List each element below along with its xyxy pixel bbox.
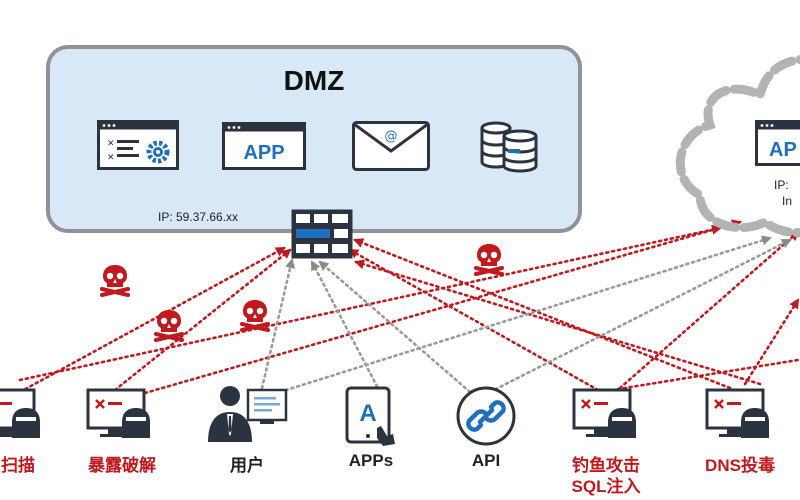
arrow-api-to-dmz <box>318 260 472 394</box>
cloud-ip-line2: In <box>782 194 793 208</box>
app-window-icon: APP <box>222 122 306 170</box>
email-icon: @ <box>352 121 430 171</box>
svg-text:APP: APP <box>243 142 284 164</box>
dmz-title: DMZ <box>283 65 345 96</box>
cloud-app-window-icon: AP <box>755 120 800 166</box>
arrow-scan-to-cloud <box>18 224 722 382</box>
user-icon <box>208 386 288 442</box>
skull-icon <box>240 298 270 332</box>
arrow-exposure-to-dmz <box>113 248 292 392</box>
svg-text:✕: ✕ <box>107 139 115 149</box>
svg-text:A: A <box>359 400 376 427</box>
hacker-computer-icon <box>705 388 771 440</box>
skull-icon <box>154 308 184 342</box>
arrow-phishing-to-cloud <box>618 230 800 390</box>
normal-arrows <box>260 235 792 394</box>
arrow-exposure-to-cloud <box>143 219 742 395</box>
label-phishing: 钓鱼攻击 <box>572 456 640 475</box>
arrow-phishing-right <box>598 358 800 394</box>
skull-icon <box>474 242 504 276</box>
arrow-user-to-cloud <box>278 235 772 394</box>
arrow-scan-to-dmz <box>18 246 286 394</box>
arrow-dns-to-dmz <box>353 238 732 390</box>
label-scan: 扫描 <box>1 456 35 475</box>
svg-text:✕: ✕ <box>107 153 115 163</box>
label-apps: APPs <box>348 451 394 470</box>
dmz-ip-label: IP: 59.37.66.xx <box>158 210 239 224</box>
arrow-user-to-dmz <box>260 258 296 390</box>
hacker-computer-icon <box>0 388 40 440</box>
cloud-zone <box>675 55 800 238</box>
firewall-icon <box>291 209 353 259</box>
label-dns-poisoning: DNS投毒 <box>705 456 775 475</box>
arrow-dns-to-cloud <box>743 298 800 386</box>
label-sql-injection: SQL注入 <box>571 477 641 496</box>
arrow-phishing-to-dmz <box>348 248 600 392</box>
svg-text:AP: AP <box>769 139 797 161</box>
arrow-api-to-cloud <box>488 238 792 394</box>
svg-text:@: @ <box>385 129 398 144</box>
attack-arrows <box>18 219 800 395</box>
arrow-dns-to-dmz-2 <box>354 259 762 386</box>
label-api: API <box>471 451 501 470</box>
cloud-ip-label: IP: <box>774 178 789 192</box>
hacker-computer-icon <box>86 388 152 440</box>
skull-icon <box>100 263 130 297</box>
label-exposure-crack: 暴露破解 <box>88 456 156 475</box>
hacker-computer-icon <box>572 388 638 440</box>
app-store-tablet-icon: A <box>345 386 395 446</box>
database-icon <box>480 121 538 173</box>
label-user: 用户 <box>230 456 264 475</box>
api-link-icon <box>456 386 516 446</box>
arrow-apps-to-dmz <box>310 260 382 394</box>
config-window-icon: ✕ ✕ <box>97 120 179 170</box>
